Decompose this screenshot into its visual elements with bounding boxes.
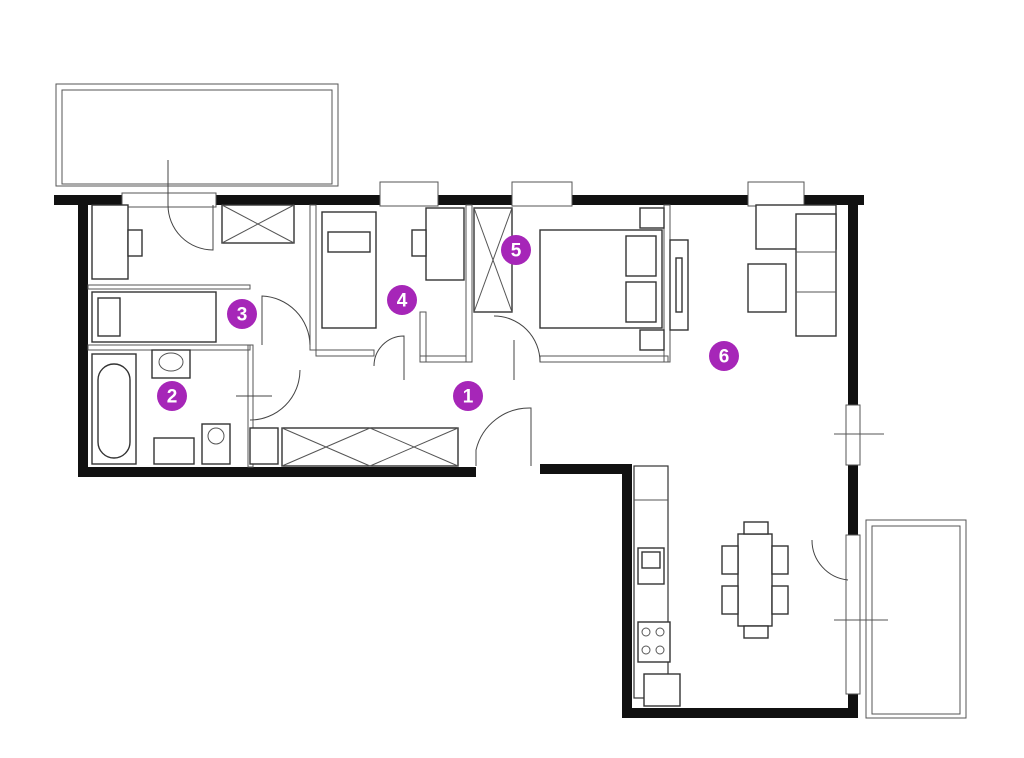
- bathroom-fixtures: [91, 349, 279, 465]
- room-markers: 1 2 3 4 5 6: [157, 235, 739, 411]
- room-marker-circle: [501, 235, 531, 265]
- room-number-label: 5: [511, 241, 522, 262]
- room-marker-circle: [227, 299, 257, 329]
- room-marker-2: 2: [157, 381, 187, 411]
- room-marker-circle: [387, 285, 417, 315]
- balcony-right: [865, 519, 967, 719]
- living-room-furniture: [669, 204, 837, 337]
- room-marker-6: 6: [709, 341, 739, 371]
- balcony-top-left: [55, 83, 339, 187]
- room-number-label: 6: [719, 347, 730, 368]
- room-number-label: 4: [397, 291, 408, 312]
- kitchen-units: [633, 465, 681, 707]
- room-marker-1: 1: [453, 381, 483, 411]
- hall-wardrobe: [281, 427, 459, 467]
- dining-table: [721, 521, 789, 639]
- room-marker-circle: [157, 381, 187, 411]
- bedroom-3-furniture: [91, 204, 295, 343]
- bedroom-5-furniture: [473, 207, 665, 351]
- exterior-walls: [54, 195, 864, 718]
- bedroom-4-furniture: [321, 207, 465, 329]
- room-marker-circle: [453, 381, 483, 411]
- room-marker-circle: [709, 341, 739, 371]
- room-marker-4: 4: [387, 285, 417, 315]
- doors: [167, 160, 849, 581]
- room-number-label: 3: [237, 305, 248, 326]
- room-marker-5: 5: [501, 235, 531, 265]
- windows: [121, 181, 888, 695]
- room-number-label: 2: [167, 387, 178, 408]
- room-number-label: 1: [463, 387, 474, 408]
- room-marker-3: 3: [227, 299, 257, 329]
